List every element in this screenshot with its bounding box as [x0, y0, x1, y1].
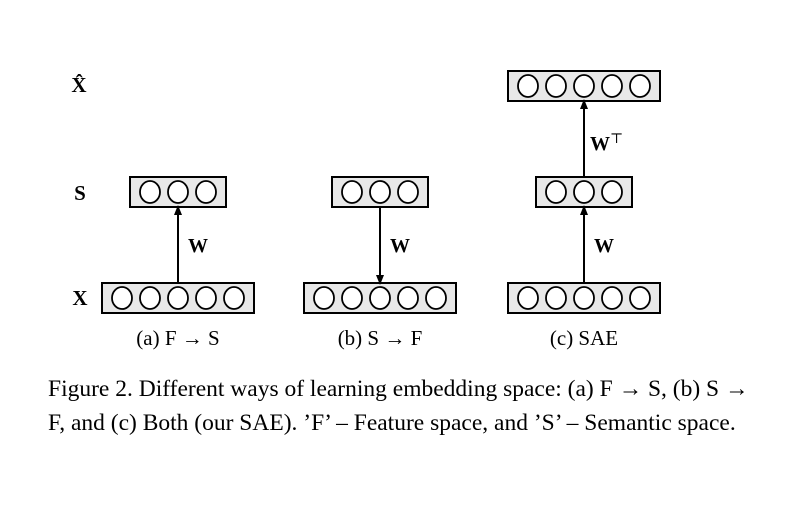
- neuron-unit: [573, 74, 595, 98]
- neuron-unit: [545, 286, 567, 310]
- panel-c-reconstruction-layer: [507, 70, 661, 102]
- panel-a-weight-label: W: [188, 235, 208, 257]
- figure-caption: Figure 2. Different ways of learning emb…: [48, 376, 749, 436]
- neuron-unit: [629, 74, 651, 98]
- neuron-unit: [601, 286, 623, 310]
- embedding-diagram: X̂ S X W W W W⊤ (a) F → S (b) S → F (c) …: [71, 70, 661, 350]
- panel-c-semantic-layer: [535, 176, 633, 208]
- panel-c-feature-layer: [507, 282, 661, 314]
- neuron-unit: [167, 180, 189, 204]
- neuron-unit: [601, 74, 623, 98]
- neuron-unit: [629, 286, 651, 310]
- neuron-unit: [369, 286, 391, 310]
- neuron-unit: [601, 180, 623, 204]
- neuron-unit: [167, 286, 189, 310]
- neuron-unit: [517, 286, 539, 310]
- neuron-unit: [517, 74, 539, 98]
- panel-a-semantic-layer: [129, 176, 227, 208]
- neuron-unit: [111, 286, 133, 310]
- neuron-unit: [139, 180, 161, 204]
- neuron-unit: [425, 286, 447, 310]
- neuron-unit: [545, 74, 567, 98]
- panel-b-weight-label: W: [390, 235, 410, 257]
- panel-b-caption: (b) S → F: [338, 326, 423, 350]
- neuron-unit: [341, 286, 363, 310]
- panel-c-weight-label-lower: W: [594, 235, 614, 257]
- panel-b-feature-layer: [303, 282, 457, 314]
- panel-a-caption: (a) F → S: [136, 326, 219, 350]
- neuron-unit: [369, 180, 391, 204]
- neuron-unit: [223, 286, 245, 310]
- row-label-s: S: [74, 181, 86, 205]
- neuron-unit: [195, 180, 217, 204]
- transpose-superscript: ⊤: [610, 132, 623, 147]
- neuron-unit: [139, 286, 161, 310]
- neuron-unit: [573, 286, 595, 310]
- neuron-unit: [573, 180, 595, 204]
- neuron-unit: [341, 180, 363, 204]
- row-label-x: X: [72, 286, 87, 310]
- panel-c-weight-label-upper: W⊤: [590, 132, 623, 155]
- panel-b-semantic-layer: [331, 176, 429, 208]
- panel-a-feature-layer: [101, 282, 255, 314]
- neuron-unit: [195, 286, 217, 310]
- neuron-unit: [313, 286, 335, 310]
- neuron-unit: [397, 286, 419, 310]
- neuron-unit: [397, 180, 419, 204]
- panel-c-caption: (c) SAE: [550, 326, 618, 350]
- row-label-x-hat: X̂: [71, 73, 86, 97]
- neuron-unit: [545, 180, 567, 204]
